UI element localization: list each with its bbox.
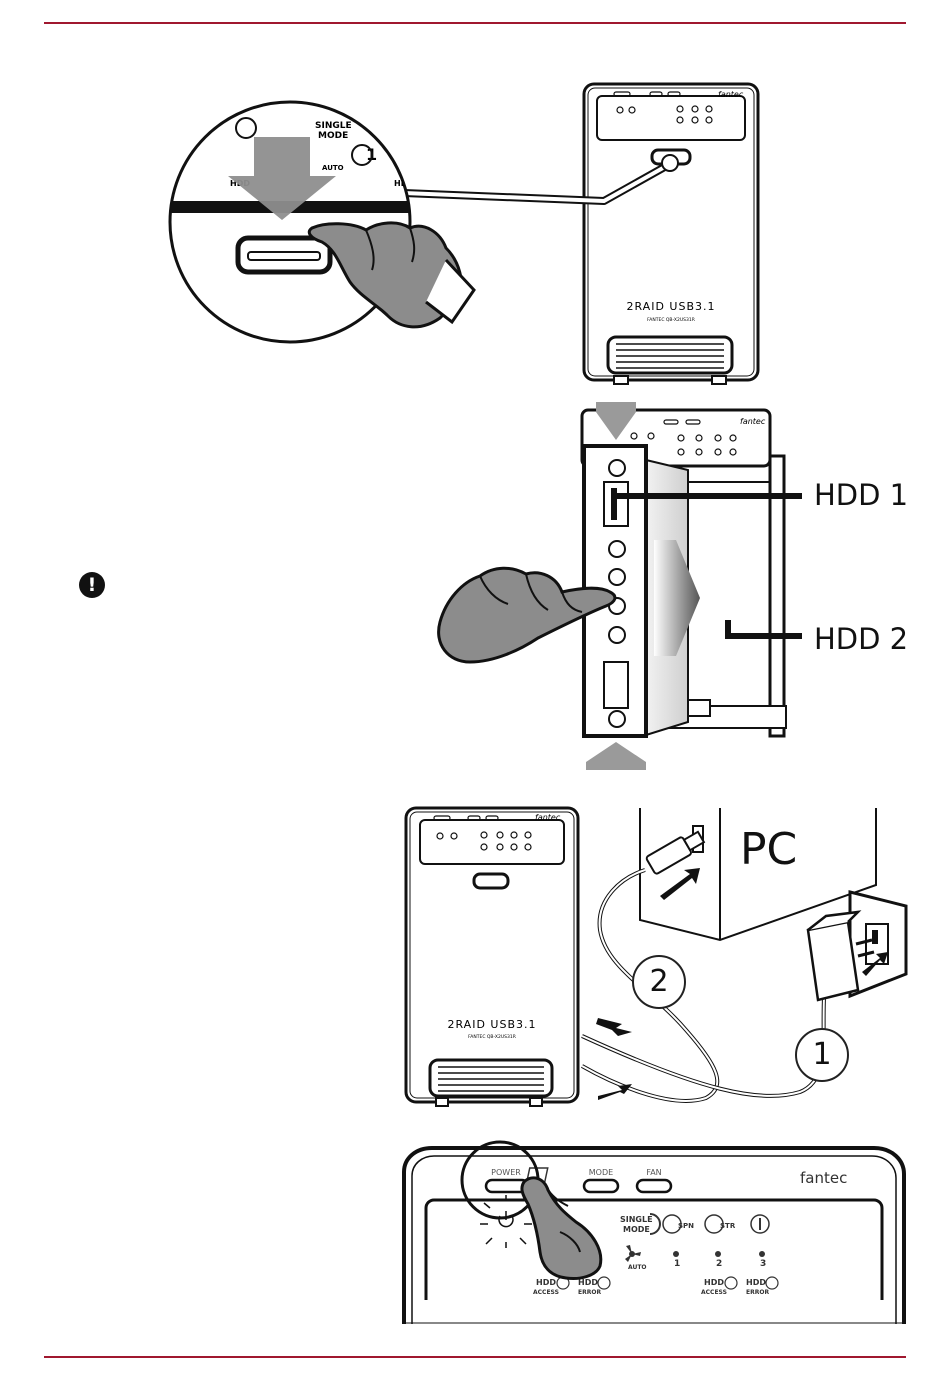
zoom-detail: SINGLE MODE AUTO 1 HDD HD <box>160 102 474 342</box>
mode-label: MODE <box>589 1168 613 1177</box>
footer-rule <box>44 1356 906 1358</box>
auto-label: AUTO <box>628 1264 647 1271</box>
enclosure-open-step2: fantec <box>439 402 802 770</box>
warning-icon: ! <box>79 572 105 598</box>
pc-label: PC <box>740 824 797 875</box>
str-label: STR <box>720 1222 736 1230</box>
enclosure-front-step1: fantec 2RAID USB3.1 FANTEC QB-X2US31R <box>584 84 758 384</box>
power-label: POWER <box>491 1168 521 1177</box>
hdd1-label: HDD <box>536 1278 556 1287</box>
zoom-auto: AUTO <box>322 164 344 172</box>
power-panel-step4: POWER MODE FAN fantec SINGLE MODE SPN S <box>404 1142 904 1324</box>
fan-speed-3: 3 <box>760 1259 766 1269</box>
hdd1-access: ACCESS <box>533 1289 559 1296</box>
hdd2-callout: HDD 2 <box>814 622 908 656</box>
zoom-single: SINGLE <box>315 121 352 131</box>
hdd1-callout: HDD 1 <box>814 478 908 512</box>
spn-label: SPN <box>678 1222 694 1230</box>
hdd2-access: ACCESS <box>701 1289 727 1296</box>
brand-small-3: fantec <box>535 813 561 822</box>
fan-speed-2: 2 <box>716 1259 722 1269</box>
fan-label: FAN <box>646 1168 661 1177</box>
model-label-1: 2RAID USB3.1 <box>626 300 715 313</box>
mode-indicator-label: MODE <box>623 1225 650 1234</box>
model-code-1: FANTEC QB-X2US31R <box>647 317 695 323</box>
hdd1-error: ERROR <box>578 1289 601 1296</box>
fan-speed-1: 1 <box>674 1259 680 1269</box>
hdd2-error-label: HDD <box>746 1278 766 1287</box>
brand-logo: fantec <box>800 1169 847 1187</box>
model-code-3: FANTEC QB-X2US31R <box>468 1034 516 1040</box>
zoom-mode: MODE <box>318 131 348 141</box>
brand-small: fantec <box>718 90 744 99</box>
hdd2-label: HDD <box>704 1278 724 1287</box>
step-1-badge: 1 <box>795 1028 849 1082</box>
single-label: SINGLE <box>620 1215 653 1224</box>
step-2-badge: 2 <box>632 955 686 1009</box>
brand-small-2: fantec <box>740 417 766 426</box>
model-label-3: 2RAID USB3.1 <box>447 1018 536 1031</box>
hdd2-error: ERROR <box>746 1289 769 1296</box>
